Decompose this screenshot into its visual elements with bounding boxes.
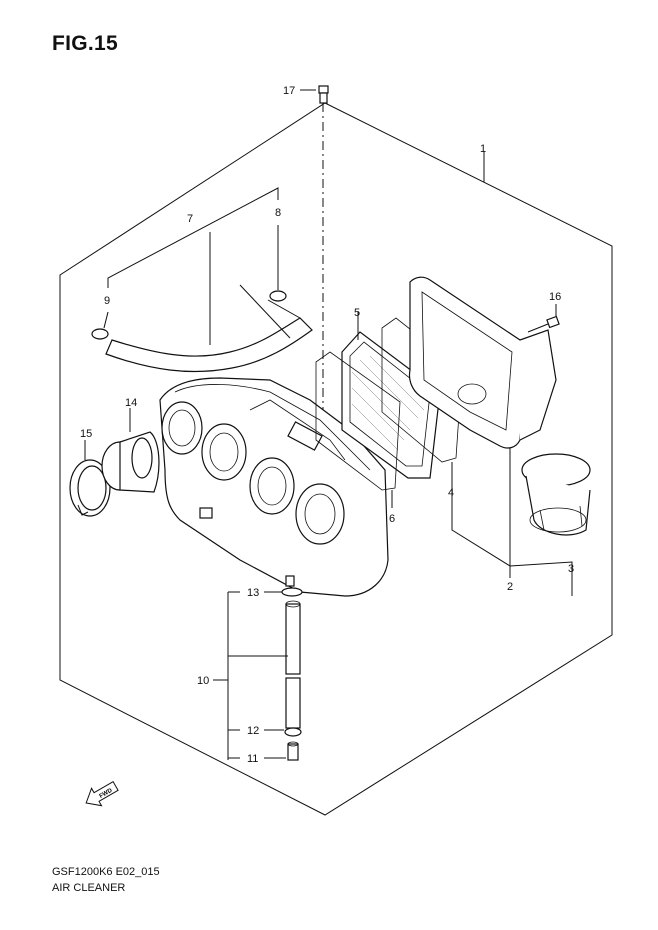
filter-element-5 — [341, 312, 441, 479]
diagram-name: AIR CLEANER — [52, 882, 126, 894]
leader-2-3 — [451, 482, 511, 578]
callout-8: 8 — [275, 207, 281, 219]
figure-title: FIG.15 — [52, 32, 118, 55]
boot-14 — [101, 408, 160, 493]
callout-9: 9 — [104, 295, 110, 307]
cover-2 — [408, 276, 557, 449]
assembly-boundary — [59, 102, 613, 816]
callout-13: 13 — [247, 587, 259, 599]
callout-1: 1 — [480, 143, 486, 155]
callout-4: 4 — [448, 487, 454, 499]
callout-16: 16 — [549, 291, 561, 303]
seal-4 — [381, 317, 463, 482]
callout-3: 3 — [568, 563, 574, 575]
clamp-8 — [269, 225, 287, 302]
clamp-15 — [69, 440, 111, 517]
callout-12: 12 — [247, 725, 259, 737]
air-cleaner-case-1 — [159, 377, 389, 597]
callout-17: 17 — [283, 85, 295, 97]
drain-tube-10 — [281, 587, 303, 761]
forward-arrow-icon: FWD — [85, 780, 119, 807]
hose-7 — [105, 284, 313, 373]
screw-16 — [527, 304, 560, 333]
callout-2: 2 — [507, 581, 513, 593]
callout-6: 6 — [389, 513, 395, 525]
callout-7: 7 — [187, 213, 193, 225]
callout-14: 14 — [125, 397, 137, 409]
bolt-17 — [318, 85, 329, 460]
callout-11: 11 — [247, 753, 258, 765]
seal-6 — [315, 351, 401, 508]
callout-5: 5 — [354, 307, 360, 319]
leader-7 — [107, 187, 279, 288]
funnel-3 — [521, 453, 591, 536]
callout-15: 15 — [80, 428, 92, 440]
diagram-code: GSF1200K6 E02_015 — [52, 866, 160, 878]
clamp-9 — [91, 311, 109, 340]
callout-10: 10 — [197, 675, 209, 687]
